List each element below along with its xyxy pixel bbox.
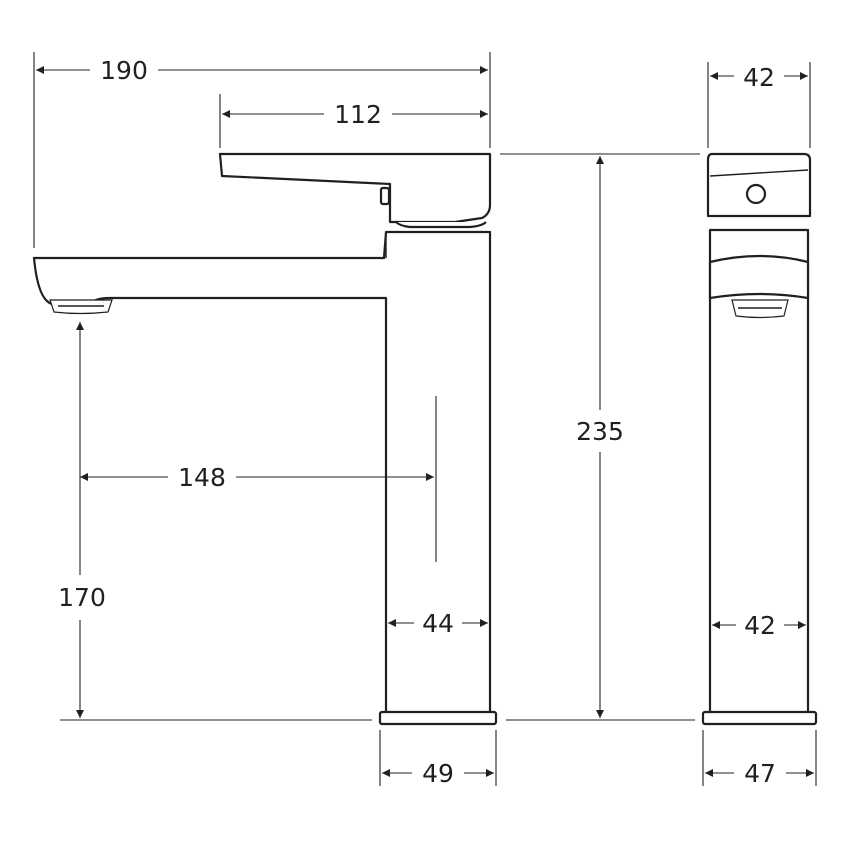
aerator xyxy=(49,299,113,315)
lever-pin xyxy=(379,186,391,206)
side-aerator xyxy=(731,299,789,319)
label-spout-height: 170 xyxy=(58,583,106,612)
label-body-depth-side: 42 xyxy=(744,611,776,640)
base-plate-side xyxy=(701,710,818,726)
extension-lines xyxy=(33,52,817,786)
label-body-height: 235 xyxy=(576,417,624,446)
dimension-lines xyxy=(36,66,814,777)
label-top-depth: 42 xyxy=(743,63,775,92)
lever-neck xyxy=(395,221,487,229)
lever-handle xyxy=(218,152,492,224)
label-lever-length: 112 xyxy=(334,100,382,129)
dimension-labels: 190 112 42 235 148 170 44 42 49 47 xyxy=(58,56,776,788)
label-body-width-front: 44 xyxy=(422,609,454,638)
label-overall-width: 190 xyxy=(100,56,148,85)
front-view xyxy=(32,152,498,726)
side-view xyxy=(701,152,818,726)
label-base-width-front: 49 xyxy=(422,759,454,788)
label-base-depth-side: 47 xyxy=(744,759,776,788)
label-spout-reach: 148 xyxy=(178,463,226,492)
side-handle-hole xyxy=(745,183,767,205)
side-spout-profile xyxy=(708,254,810,300)
base-plate-front xyxy=(378,710,498,726)
